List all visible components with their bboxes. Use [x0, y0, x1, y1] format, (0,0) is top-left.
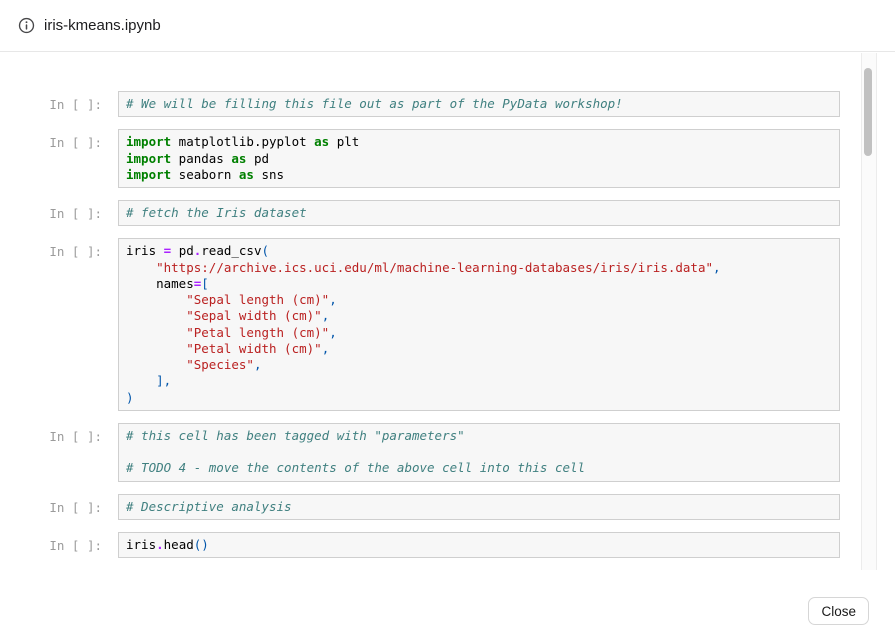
code-line: "https://archive.ics.uci.edu/ml/machine-…: [156, 259, 721, 275]
scrollbar-track[interactable]: [861, 53, 877, 570]
code-line: import pandas as pd: [126, 150, 270, 166]
cell-prompt: In [ ]:: [49, 206, 102, 221]
code-line: # Descriptive analysis: [126, 498, 292, 514]
cell-input-area: # this cell has been tagged with "parame…: [118, 422, 840, 482]
info-icon: [18, 17, 35, 34]
cell-prompt: In [ ]:: [49, 135, 102, 151]
notebook-cell: In [ ]: # this cell has been tagged with …: [0, 422, 877, 482]
cell-prompt: In [ ]:: [49, 537, 102, 553]
cell-prompt: In [ ]:: [49, 244, 102, 260]
code-line: names=[: [126, 275, 209, 291]
dialog-title: iris-kmeans.ipynb: [44, 17, 161, 34]
code-line: iris.head(): [126, 536, 209, 552]
notebook-scroll-area[interactable]: In [ ]: # We will be filling this file ou…: [0, 52, 877, 575]
code-line: "Sepal width (cm)",: [186, 308, 330, 324]
code-line: ): [126, 389, 134, 405]
code-line: iris = pd.read_csv(: [126, 243, 270, 259]
cell-prompt: In [ ]:: [49, 97, 102, 112]
cell-input-area: iris = pd.read_csv( "https://archive.ics…: [118, 238, 840, 411]
close-button[interactable]: Close: [808, 597, 869, 625]
code-line: "Sepal length (cm)",: [186, 292, 337, 307]
code-line: # fetch the Iris dataset: [126, 205, 307, 220]
code-line: ],: [156, 373, 172, 389]
code-line: "Petal length (cm)",: [186, 324, 337, 340]
code-line: import matplotlib.pyplot as plt: [126, 134, 360, 150]
notebook-cell: In [ ]: # fetch the Iris dataset: [0, 200, 877, 227]
notebook-cell: In [ ]: iris.head(): [0, 531, 877, 558]
scrollbar-thumb[interactable]: [864, 68, 872, 156]
notebook-cell: In [ ]: iris = pd.read_csv( "https://arch…: [0, 238, 877, 411]
cell-prompt: In [ ]:: [49, 428, 102, 444]
code-line: [126, 444, 832, 460]
cell-input-area: iris.head(): [118, 531, 840, 558]
cell-input-area: # fetch the Iris dataset: [118, 200, 840, 227]
cell-input-area: # We will be filling this file out as pa…: [118, 91, 840, 118]
code-line: # this cell has been tagged with "parame…: [126, 427, 465, 443]
cell-prompt: In [ ]:: [49, 499, 102, 515]
code-line: # TODO 4 - move the contents of the abov…: [126, 460, 586, 476]
dialog-header: iris-kmeans.ipynb: [0, 0, 895, 52]
notebook-cell: In [ ]: # We will be filling this file ou…: [0, 91, 877, 118]
code-line: "Petal width (cm)",: [186, 340, 330, 356]
notebook-cell: In [ ]: # Descriptive analysis: [0, 493, 877, 520]
code-line: import seaborn as sns: [126, 166, 285, 182]
code-line: "Species",: [186, 357, 262, 372]
cells-container: In [ ]: # We will be filling this file ou…: [0, 52, 877, 575]
code-line: # We will be filling this file out as pa…: [126, 96, 623, 111]
cell-input-area: # Descriptive analysis: [118, 493, 840, 520]
